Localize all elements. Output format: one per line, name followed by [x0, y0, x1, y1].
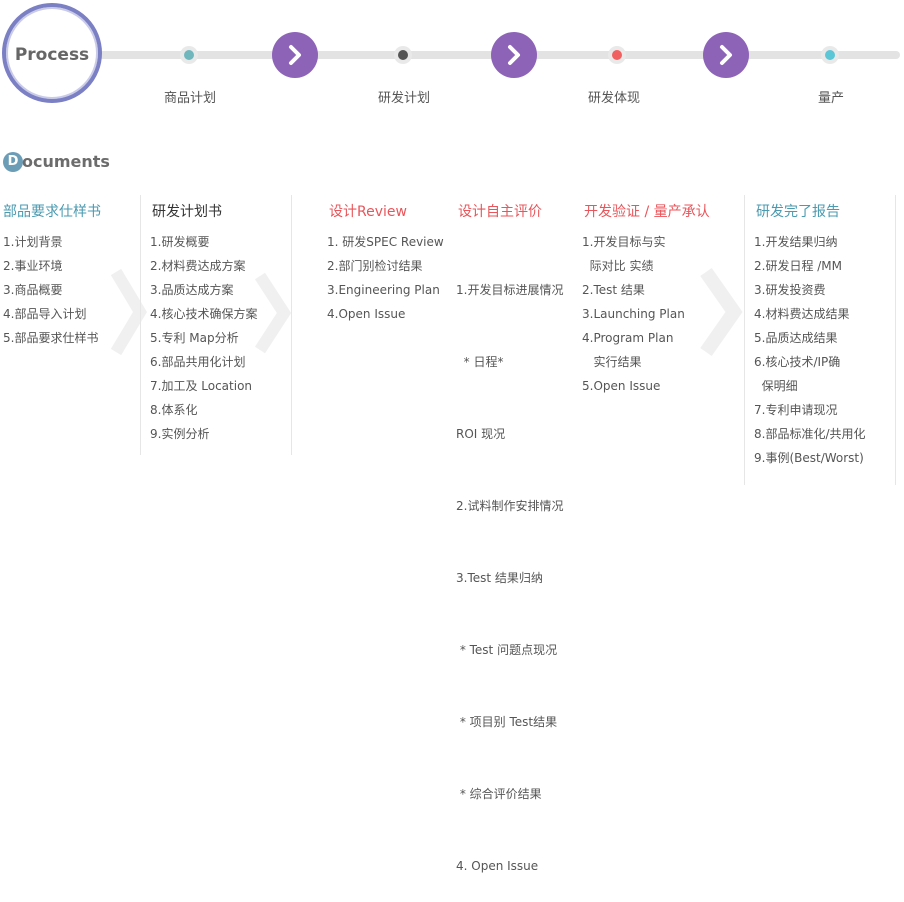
list-item: 2.试料制作安排情况 [456, 499, 564, 513]
list-item: 1.开发目标进展情况 [456, 283, 564, 297]
column-list-2: 1.研发概要 2.材料费达成方案 3.品质达成方案 4.核心技术确保方案 5.专… [150, 230, 257, 446]
list-item: 1.计划背景 [3, 235, 63, 249]
list-item: 2.研发日程 /MM [754, 259, 843, 273]
list-item: 2.事业环境 [3, 259, 63, 273]
arrow-button-3[interactable] [703, 32, 749, 78]
list-item: 3.Test 结果归纳 [456, 571, 543, 585]
documents-title: ocuments [22, 152, 110, 171]
list-item: * 日程* [456, 355, 504, 369]
stage-label-1: 商品计划 [164, 91, 217, 106]
list-item: 7.专利申请现况 [754, 403, 838, 417]
list-item: 4.Program Plan [582, 331, 674, 345]
list-item: 5.Open Issue [582, 379, 661, 393]
column-title-5: 开发验证 / 量产承认 [584, 204, 710, 220]
arrow-button-2[interactable] [491, 32, 537, 78]
process-track [80, 51, 900, 59]
chevron-right-icon [110, 268, 147, 356]
stage-dot-1 [180, 46, 198, 64]
list-item: 1.开发结果归纳 [754, 235, 838, 249]
process-label: Process [14, 45, 90, 65]
list-item: 1. 研发SPEC Review [327, 235, 444, 249]
column-divider [140, 195, 141, 455]
column-title-1: 部品要求仕样书 [3, 204, 101, 220]
list-item: 5.部品要求仕样书 [3, 331, 99, 345]
list-item: 际对比 实绩 [582, 259, 654, 273]
list-item: 3.研发投资费 [754, 283, 826, 297]
column-list-3: 1. 研发SPEC Review 2.部门别检讨结果 3.Engineering… [327, 230, 444, 326]
list-item: 2.材料费达成方案 [150, 259, 246, 273]
column-title-3: 设计Review [329, 204, 407, 220]
list-item: 9.事例(Best/Worst) [754, 451, 864, 465]
chevron-right-icon [508, 45, 520, 65]
stage-dot-2 [394, 46, 412, 64]
column-divider [291, 195, 292, 455]
list-item: 6.部品共用化计划 [150, 355, 246, 369]
stage-dot-3-core [612, 50, 622, 60]
chevron-right-icon [700, 267, 743, 357]
chevron-right-icon [720, 45, 732, 65]
list-item: 4.部品导入计划 [3, 307, 87, 321]
list-item: 9.实例分析 [150, 427, 210, 441]
chevron-right-icon [289, 45, 301, 65]
column-list-5: 1.开发目标与实 际对比 实绩 2.Test 结果 3.Launching Pl… [582, 230, 685, 398]
stage-label-2: 研发计划 [378, 91, 431, 106]
list-item: 8.体系化 [150, 403, 198, 417]
arrow-button-1[interactable] [272, 32, 318, 78]
process-badge: Process [2, 3, 102, 103]
list-item: 7.加工及 Location [150, 379, 253, 393]
list-item: 3.Launching Plan [582, 307, 685, 321]
stage-dot-1-core [184, 50, 194, 60]
list-item: 4.Open Issue [327, 307, 406, 321]
list-item: 2.部门别检讨结果 [327, 259, 423, 273]
stage-dot-4 [821, 46, 839, 64]
list-item: 6.核心技术/IP确 [754, 355, 841, 369]
list-item: 3.品质达成方案 [150, 283, 234, 297]
list-item: 3.Engineering Plan [327, 283, 440, 297]
list-item: ROI 现况 [456, 427, 506, 441]
column-title-6: 研发完了报告 [756, 204, 840, 220]
list-item: 1.研发概要 [150, 235, 210, 249]
list-item: 4. Open Issue [456, 859, 539, 873]
list-item: 4.材料费达成结果 [754, 307, 850, 321]
list-item: 保明细 [754, 379, 798, 393]
stage-dot-4-core [825, 50, 835, 60]
stage-dot-3 [608, 46, 626, 64]
stage-label-4: 量产 [818, 91, 845, 106]
column-list-4: 1.开发目标进展情况 * 日程* ROI 现况 2.试料制作安排情况 3.Tes… [456, 230, 563, 902]
column-title-2: 研发计划书 [152, 204, 222, 220]
list-item: 2.Test 结果 [582, 283, 645, 297]
list-item: 5.专利 Map分析 [150, 331, 239, 345]
column-title-4: 设计自主评价 [458, 204, 542, 220]
column-list-6: 1.开发结果归纳 2.研发日程 /MM 3.研发投资费 4.材料费达成结果 5.… [754, 230, 866, 470]
list-item: * Test 问题点现况 [456, 643, 558, 657]
column-list-1: 1.计划背景 2.事业环境 3.商品概要 4.部品导入计划 5.部品要求仕样书 [3, 230, 98, 350]
list-item: 4.核心技术确保方案 [150, 307, 258, 321]
stage-dot-2-core [398, 50, 408, 60]
list-item: 1.开发目标与实 [582, 235, 666, 249]
list-item: 3.商品概要 [3, 283, 63, 297]
list-item: 8.部品标准化/共用化 [754, 427, 866, 441]
list-item: 实行结果 [582, 355, 642, 369]
column-divider [895, 195, 896, 485]
stage-label-3: 研发体现 [588, 91, 641, 106]
list-item: * 项目别 Test结果 [456, 715, 558, 729]
documents-initial-badge: D [3, 152, 23, 172]
list-item: 5.品质达成结果 [754, 331, 838, 345]
chevron-right-icon [254, 272, 292, 354]
list-item: * 综合评价结果 [456, 787, 542, 801]
column-divider [744, 195, 745, 485]
